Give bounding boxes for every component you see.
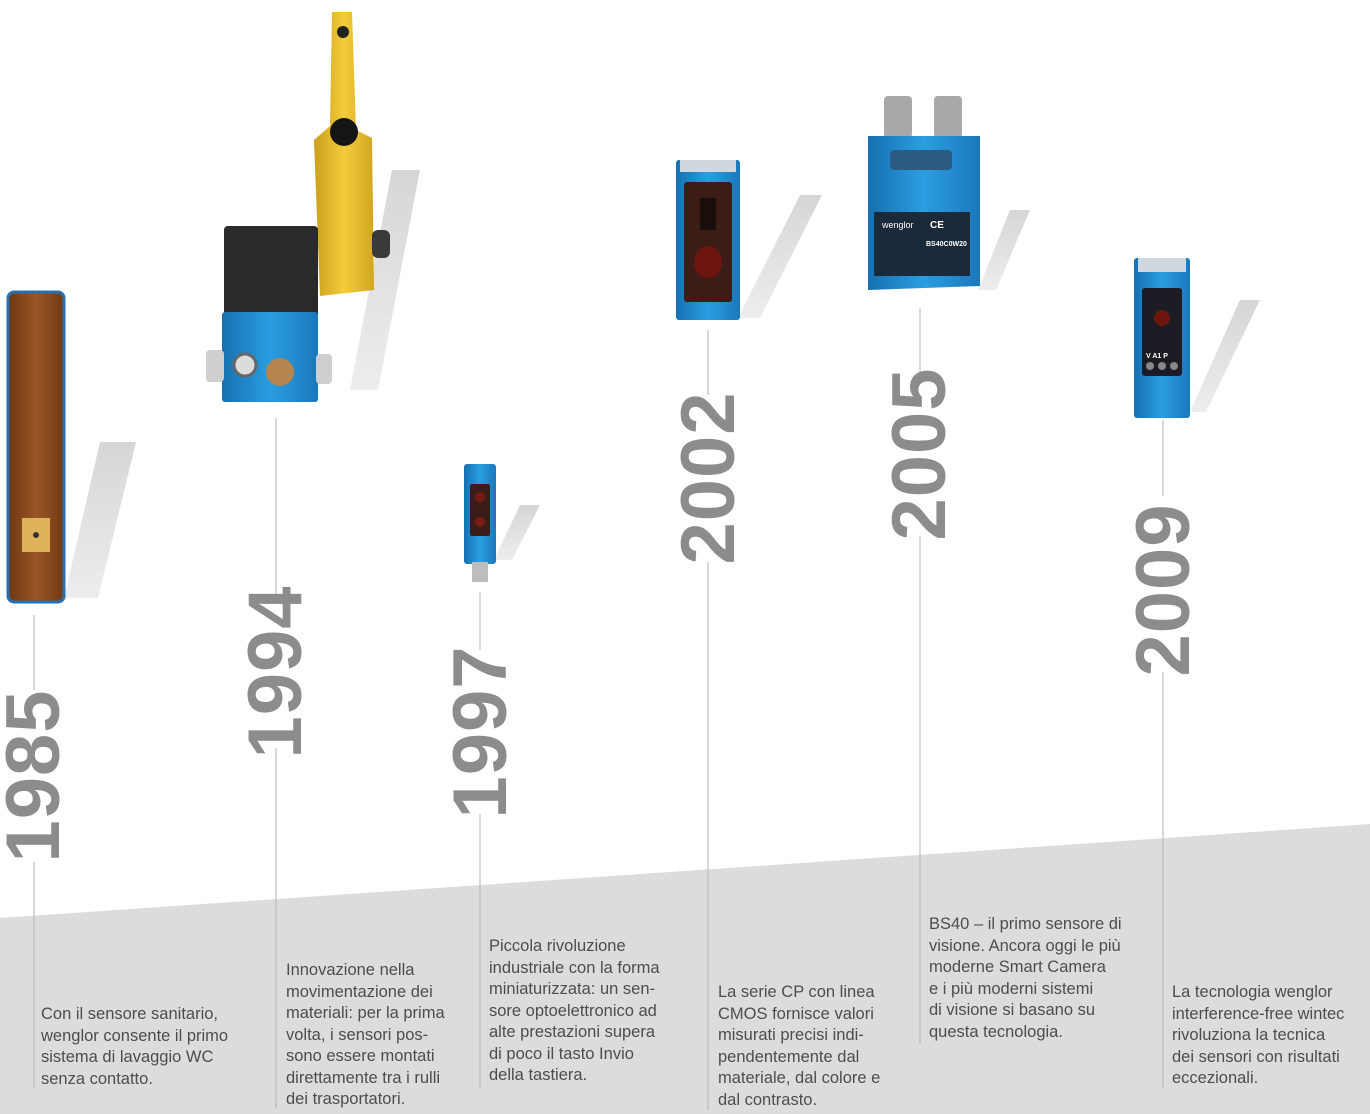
mini-window: [470, 484, 490, 536]
connector: [372, 230, 390, 258]
wintec-led-v: [1146, 362, 1154, 370]
bs40-vision-sensor-product: wenglor CE BS40C0W20: [868, 96, 1030, 290]
yellow-arm: [314, 12, 374, 296]
description-1997: Piccola rivoluzione industriale con la f…: [489, 937, 660, 1084]
year-1997: 1997: [438, 645, 523, 819]
description-2009: La tecnologia wenglor interference-free …: [1172, 983, 1345, 1087]
mini-lens-top: [475, 492, 485, 502]
product-shadow: [978, 210, 1030, 290]
mini-lens-bottom: [475, 517, 485, 527]
product-shadow: [494, 505, 540, 560]
year-2002: 2002: [666, 391, 751, 565]
description-1994: Innovazione nella movimentazione dei mat…: [286, 961, 445, 1108]
wintec-window: [1142, 288, 1182, 376]
bs40-connector-right: [934, 96, 962, 138]
wintec-top-cap: [1138, 258, 1186, 272]
copper-strip: [8, 292, 64, 602]
bs40-ce-mark: CE: [930, 220, 944, 231]
sanitary-sensor-product: [6, 290, 136, 604]
description-2005: BS40 – il primo sensore di visione. Anco…: [929, 915, 1122, 1041]
mini-connector: [472, 562, 488, 582]
year-2005: 2005: [877, 367, 962, 541]
year-1985: 1985: [0, 689, 76, 863]
cp-top-cap: [680, 160, 736, 172]
base-bronze: [266, 358, 294, 386]
base-fitting-left: [206, 350, 224, 382]
year-2009: 2009: [1121, 503, 1206, 677]
bs40-connector-left: [884, 96, 912, 138]
conveyor-sensor-product: [206, 12, 420, 402]
yellow-arm-hole: [337, 26, 349, 38]
connector-lines: [33, 308, 1164, 1110]
wintec-led-p: [1170, 362, 1178, 370]
product-shadow: [1190, 300, 1260, 412]
cp-series-sensor-product: [676, 160, 822, 320]
cp-lens: [694, 246, 722, 278]
blue-base: [222, 312, 318, 402]
product-shadow: [64, 442, 136, 598]
miniature-sensor-product: [464, 464, 540, 582]
description-1985: Con il sensore sanitario, wenglor consen…: [41, 1005, 229, 1088]
base-port: [232, 352, 258, 378]
sensor-dot: [33, 532, 39, 538]
black-housing: [224, 226, 318, 320]
strip-edge: [6, 290, 66, 604]
wintec-sensor-product: V A1 P: [1134, 258, 1260, 418]
cp-window: [684, 182, 732, 302]
bs40-brand-text: wenglor: [881, 220, 914, 230]
bs40-led-panel: [890, 150, 952, 170]
bs40-label: [874, 212, 970, 276]
wintec-led-labels: V A1 P: [1146, 353, 1168, 360]
wintec-led-a1: [1158, 362, 1166, 370]
wintec-lens: [1154, 310, 1170, 326]
base-fitting-right: [316, 354, 332, 384]
yellow-arm-lens: [330, 118, 358, 146]
grey-band: [0, 824, 1370, 1114]
cp-slot: [700, 198, 716, 230]
product-shadow: [738, 195, 822, 318]
product-shadow: [350, 170, 420, 390]
description-2002: La serie CP con linea CMOS fornisce valo…: [718, 983, 881, 1109]
bs40-model-text: BS40C0W20: [926, 241, 967, 248]
year-1994: 1994: [233, 585, 318, 759]
